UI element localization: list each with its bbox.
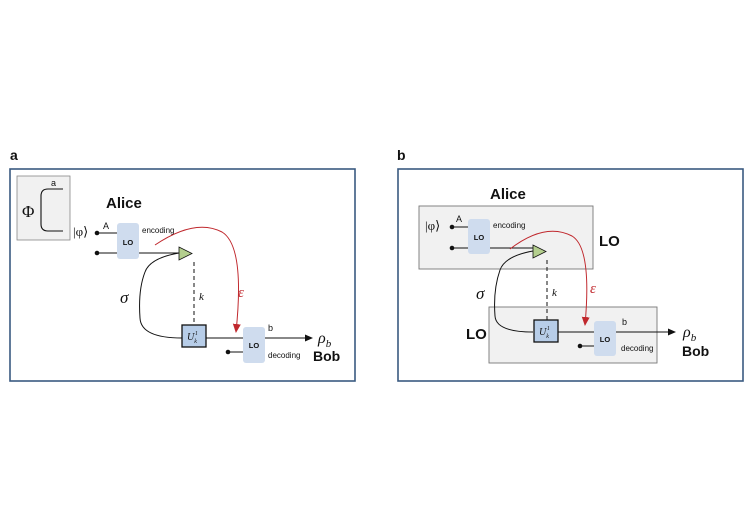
sigma-label: σ: [120, 288, 129, 307]
ket-phi-b: |φ⟩: [425, 218, 440, 233]
panel-b-frame: [397, 168, 744, 382]
unitary-label-b: Uk-1: [539, 326, 550, 340]
lo-encoding-box-b: [468, 219, 490, 254]
channel-epsilon-arrow-b: [509, 230, 590, 326]
alice-label-b: Alice: [490, 186, 526, 203]
k-label-b: k: [552, 287, 558, 299]
mode-b-label: b: [268, 323, 273, 333]
panel-a: a Φ a Alice |φ⟩ A LO encoding ε σ: [9, 147, 356, 382]
bob-lo-group-label: LO: [466, 326, 487, 343]
lo-encoding-box: [117, 223, 139, 259]
amplifier-triangle: [178, 246, 193, 261]
lo-decoding-box-b: [594, 321, 616, 356]
alice-lo-group-label: LO: [599, 233, 620, 250]
alice-label: Alice: [106, 195, 142, 212]
panel-a-frame: [9, 168, 356, 382]
bob-lo-group: [488, 306, 658, 364]
alice-lo-group: [418, 205, 594, 270]
panel-b: b Alice |φ⟩ A LO encoding LO ε σ LO k Uk…: [397, 147, 744, 382]
ket-phi: |φ⟩: [73, 224, 88, 239]
mode-A-label: A: [103, 221, 109, 231]
decoding-label-b: decoding: [621, 344, 653, 353]
sigma-loop-b: [494, 250, 534, 333]
inset-bracket: [40, 188, 63, 232]
lo-decoding-label-b: LO: [600, 335, 611, 344]
unitary-box: [181, 324, 207, 348]
rho-label-b: ρb: [682, 324, 697, 344]
inset-mode-a: a: [51, 178, 56, 188]
encoding-label-b: encoding: [493, 221, 525, 230]
decoding-label: decoding: [268, 351, 300, 360]
bob-label: Bob: [313, 348, 340, 364]
lo-encoding-label: LO: [123, 238, 134, 247]
panel-a-label: a: [10, 147, 18, 163]
lo-decoding-label: LO: [249, 341, 260, 350]
bob-label-b: Bob: [682, 343, 709, 359]
channel-epsilon-arrow: [154, 226, 241, 333]
mode-A-label-b: A: [456, 214, 462, 224]
k-label: k: [199, 291, 205, 303]
lo-decoding-box: [243, 327, 265, 363]
sigma-label-b: σ: [476, 284, 485, 303]
mode-b-label-b: b: [622, 317, 627, 327]
sigma-loop: [139, 252, 183, 339]
encoding-label: encoding: [142, 226, 174, 235]
panel-b-label: b: [397, 147, 406, 163]
epsilon-label-b: ε: [590, 281, 596, 297]
inset-phi: Φ: [22, 202, 34, 221]
rho-label: ρb: [317, 330, 332, 350]
epsilon-label: ε: [238, 285, 244, 301]
lo-encoding-label-b: LO: [474, 233, 485, 242]
panel-a-inset: Φ a: [16, 175, 71, 241]
unitary-box-b: [533, 319, 559, 343]
unitary-label: Uk-1: [187, 331, 198, 345]
